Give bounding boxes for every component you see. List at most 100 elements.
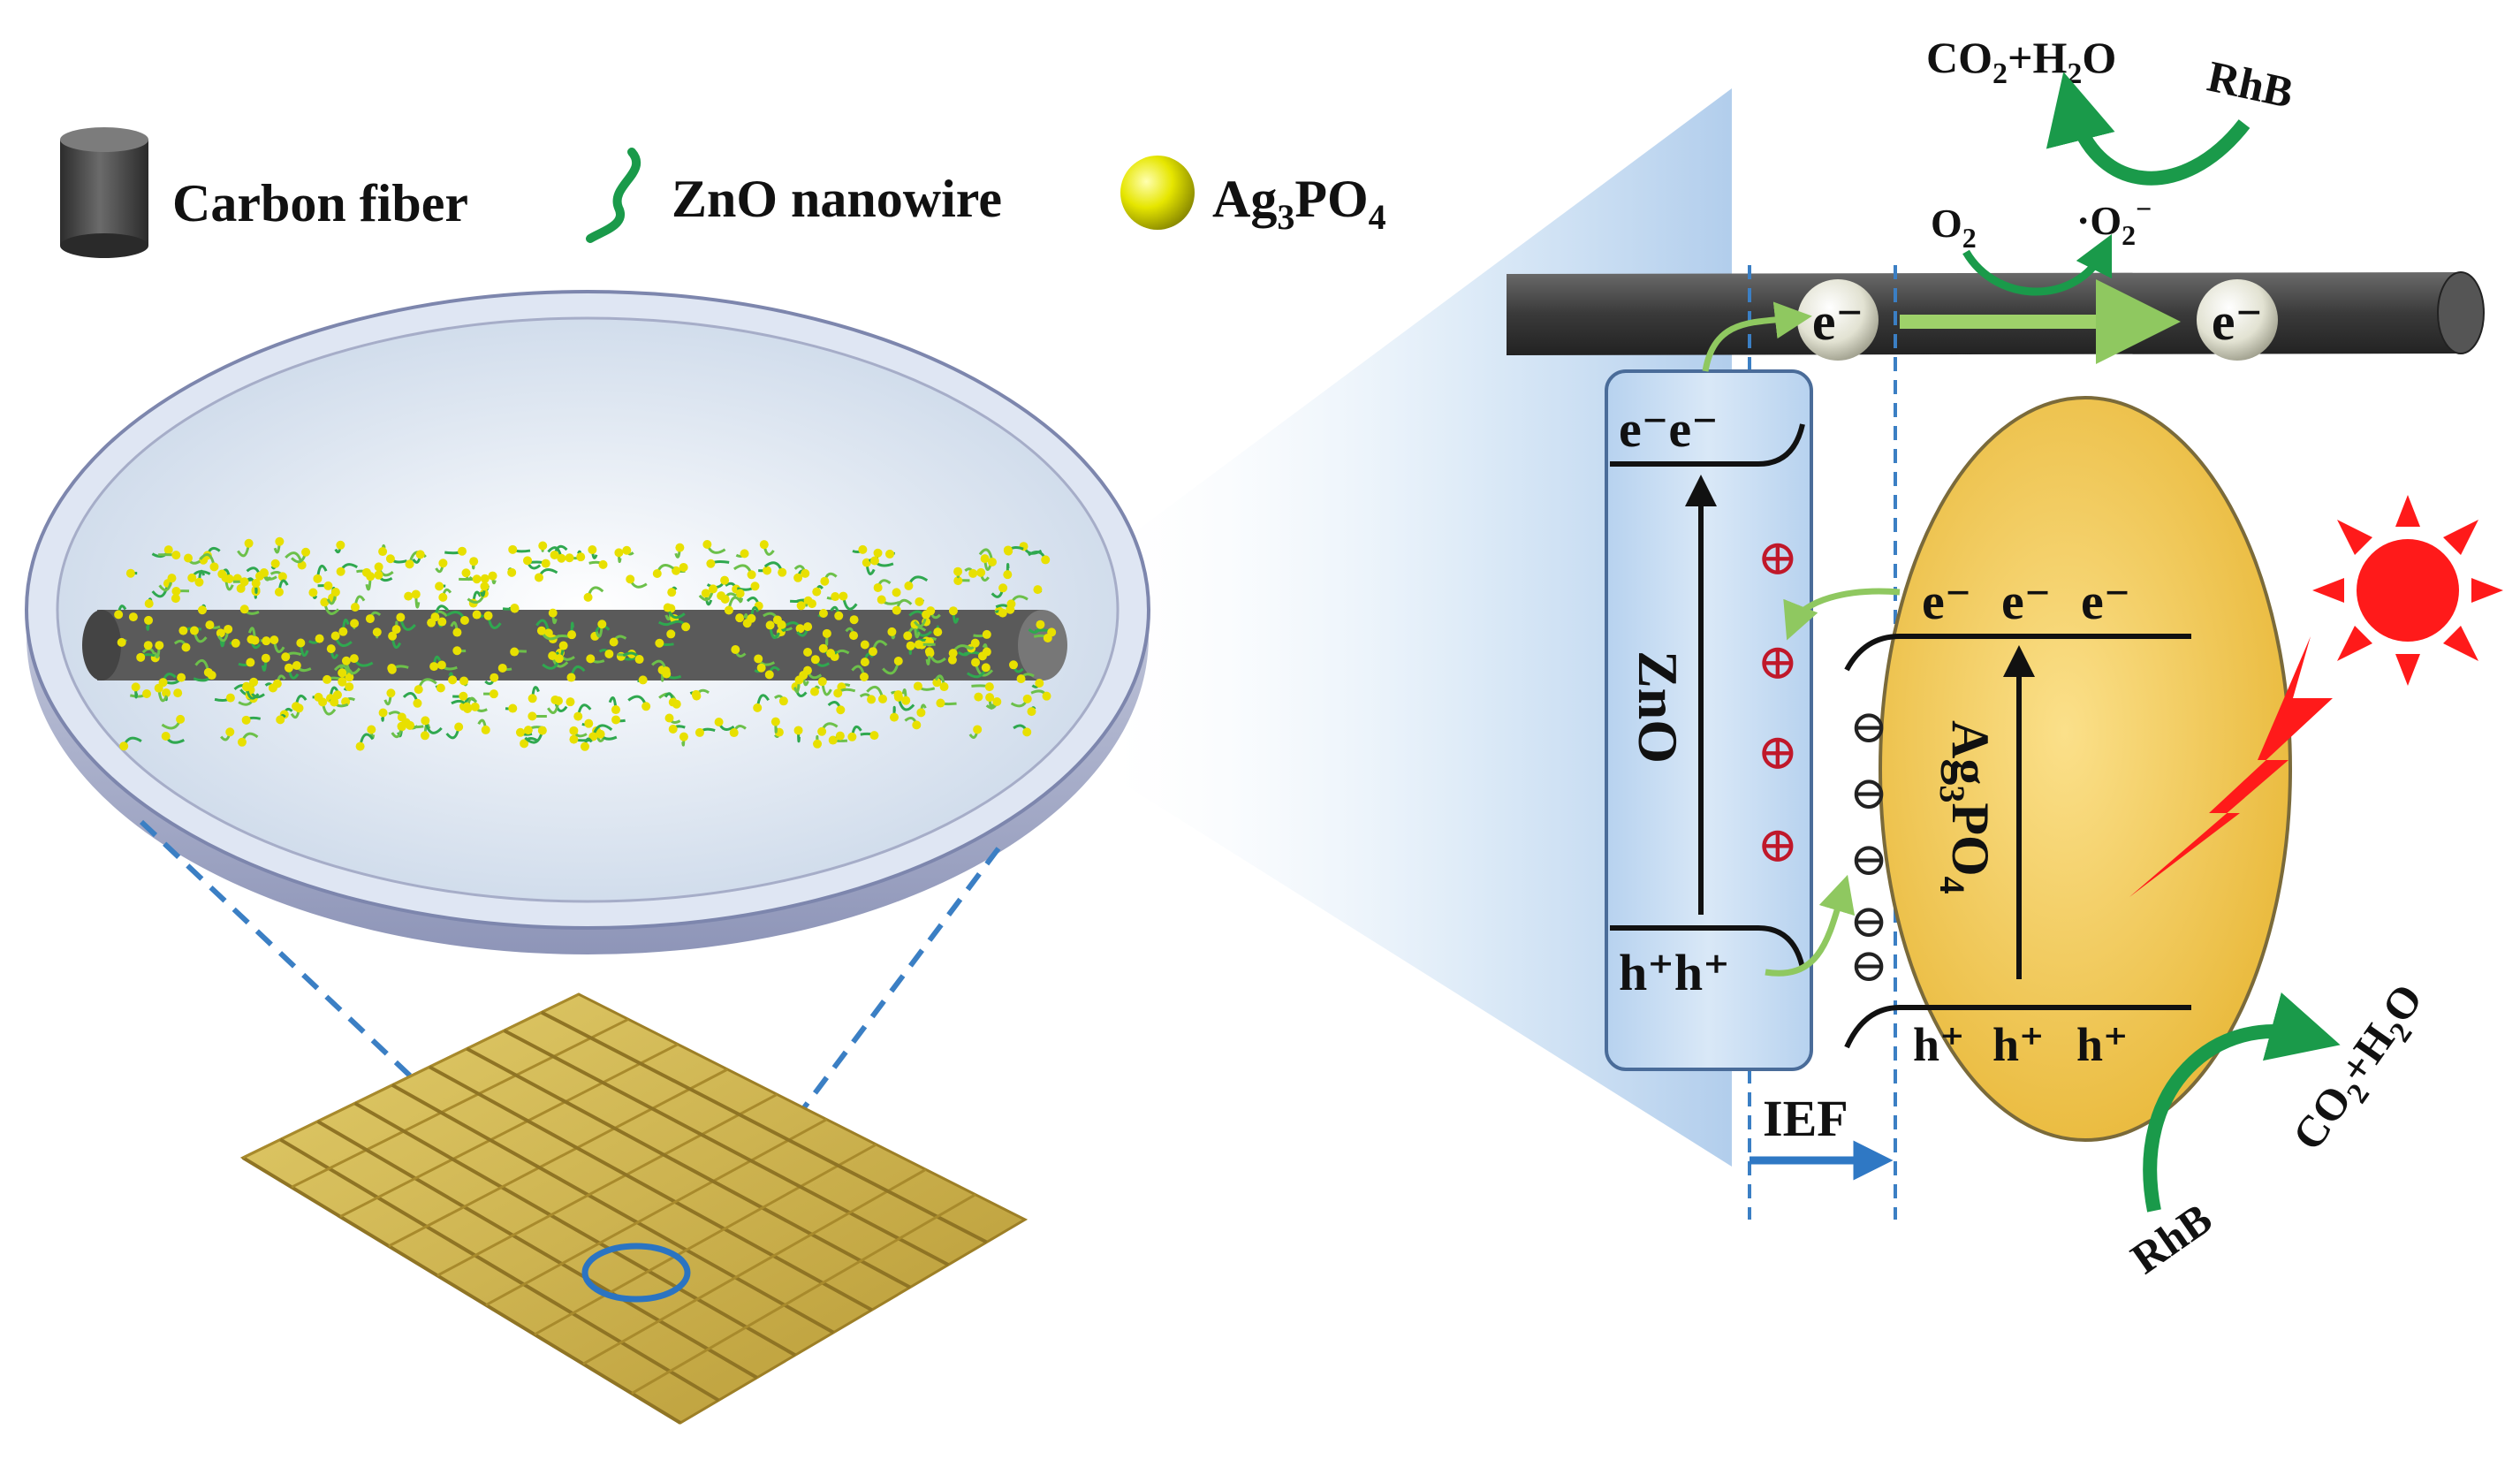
ag3po4-particle [567,630,577,640]
ag3po4-particle [835,731,845,741]
ag3po4-particle [801,568,810,578]
ag3po4-particle [812,587,822,597]
ag3po4-particle [301,547,311,557]
ag3po4-particle [275,536,285,546]
ag3po4-particle [391,625,401,635]
ag3po4-particle [292,661,301,671]
sun-icon [2312,495,2503,686]
ag3po4-particle [1006,599,1016,609]
ag3po4-particle [663,603,672,612]
ag3po4-particle [747,570,756,580]
ag3po4-particle [330,697,339,707]
ag3po4-particle [242,682,252,692]
ag3po4-particle [225,693,235,703]
ag3po4-particle [893,656,903,665]
weave-strand [339,1043,679,1219]
ag3po4-particle [756,663,766,673]
ag3po4-particle [176,714,186,724]
ag3po4-particle [604,649,614,658]
ag3po4-particle [641,702,651,711]
ag3po4-particle [828,735,838,745]
ag3po4-particle [953,576,963,586]
ag3po4-particle [262,636,271,646]
bottom-degradation-arrow [2143,992,2341,1213]
ag3po4-particle [793,573,803,582]
ag3po4-particle [224,574,234,583]
ag3po4-particle [634,655,644,665]
ag3po4-particle [239,604,249,614]
top-products: CO2+H2O [1926,33,2116,90]
ag3po4-particle [249,677,259,687]
ag3po4-particle [565,553,574,563]
ag3po4-particle [813,739,823,749]
ag3po4-particle [520,739,529,749]
ag3po4-particle [936,698,945,708]
ag3po4-particle [396,612,406,622]
ag3po4-particle [323,674,332,684]
ag3po4-particle [795,624,805,634]
ag3po4-particle [860,640,869,650]
ag3po4-particle [913,681,922,691]
ag3po4-particle [598,559,608,569]
ag3po4-particle [480,574,490,583]
zoom-line-right [678,847,1001,1274]
ag3po4-particle [973,725,983,734]
legend: Carbon fiber ZnO nanowire Ag3PO4 [60,127,1386,258]
ag3po4-particle [548,608,558,618]
cloth-weave [241,992,988,1425]
ag3po4-particle [181,642,191,652]
ag3po4-particle [405,559,414,569]
ag3po4-particle [834,611,844,620]
ag3po4-particle [992,697,1002,707]
ag3po4-particle [538,541,548,551]
ag3po4-particle [367,725,376,734]
ag3po4-particle [652,568,662,578]
ag3po4-particle [849,615,859,625]
ag3po4-particle [320,597,330,607]
weave-strand [631,1193,976,1395]
ag3po4-particle [489,689,498,699]
ag3po4-particle [847,732,857,741]
weave-strand [436,1093,778,1277]
ag3po4-particle [836,705,846,715]
ag3po4-particle [947,655,957,665]
ag3po4-particle [437,617,447,627]
ag3po4-particle [537,726,547,735]
ag3po4-particle [483,611,493,620]
ag3po4-particle [155,641,164,650]
svg-text:⊕: ⊕ [1757,818,1799,873]
ag3po4-particle [429,662,439,672]
ag3po4-particle [435,582,444,591]
svg-text:⊖: ⊖ [1849,769,1888,819]
ag3po4-particle [387,664,397,673]
ag3po4-particle [1041,555,1051,565]
ag3po4-particle [330,631,340,641]
ag3po4-particle [411,589,421,599]
ag3po4-particle [638,675,648,685]
ag3po4-particle [901,696,911,705]
ag3po4-particle [609,637,619,647]
weave-strand [241,1156,682,1425]
ag3po4-particle [385,554,395,564]
ag3po4-particle [666,629,676,639]
ag3po4-particle [809,687,819,696]
ag3po4-particle [906,641,915,650]
ag3po4-particle [770,717,780,726]
carbon-fiber-icon [60,127,148,258]
ag3po4-particle [731,645,740,655]
ag3po4-particle [296,638,306,648]
ag3po4-particle [374,570,383,580]
ag3po4-particle [338,668,347,678]
ag3po4-particle [818,643,828,653]
ag3po4-particle [822,628,831,638]
ag3po4-particle [216,628,225,638]
ag3po4-particle [793,726,803,735]
ag3po4-particle [974,692,983,702]
ag3po4-particle [237,737,247,747]
ag3po4-particle [338,627,348,636]
svg-text:⊕: ⊕ [1757,531,1799,586]
ag3po4-particle [528,711,537,721]
ag3po4-particle [998,608,1007,618]
ag3po4-particle [177,673,186,682]
ag3po4-particle [452,646,462,656]
